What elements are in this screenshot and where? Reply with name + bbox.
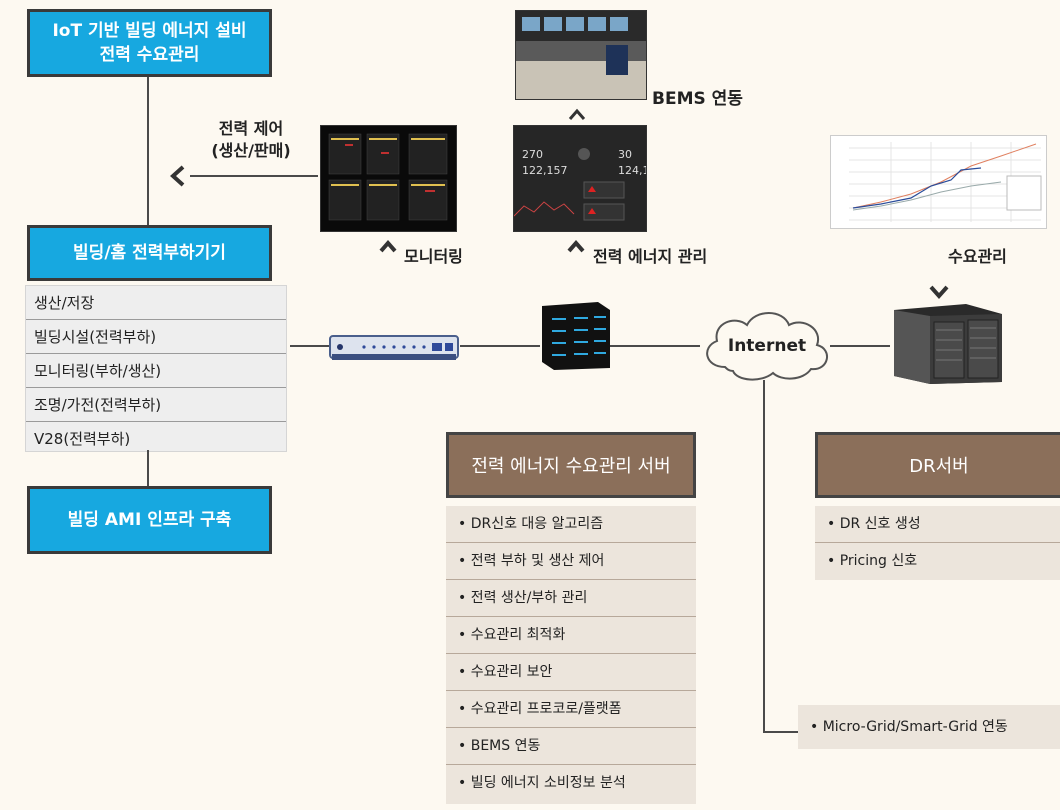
down-chevron-icon (929, 285, 949, 300)
list-item: • 전력 부하 및 생산 제어 (446, 543, 696, 580)
grid-link-label: • Micro-Grid/Smart-Grid 연동 (810, 719, 1008, 735)
demand-server-title-text: 전력 에너지 수요관리 서버 (471, 456, 671, 477)
power-control-line2: (생산/판매) (211, 141, 291, 160)
svg-text:270: 270 (522, 148, 543, 161)
list-item: • 전력 생산/부하 관리 (446, 580, 696, 617)
monitoring-label: 모니터링 (404, 247, 463, 266)
building-load-box: 빌딩/홈 전력부하기기 (27, 225, 272, 281)
list-item: • 수요관리 보안 (446, 654, 696, 691)
list-item: • DR신호 대응 알고리즘 (446, 506, 696, 543)
dr-server-list: • DR 신호 생성 • Pricing 신호 (815, 506, 1060, 580)
connector-vertical-top (147, 77, 149, 225)
building-load-title: 빌딩/홈 전력부하기기 (73, 243, 226, 263)
power-control-label: 전력 제어 (생산/판매) (196, 118, 306, 162)
iot-energy-box: IoT 기반 빌딩 에너지 설비 전력 수요관리 (27, 9, 272, 77)
iot-energy-title-line2: 전력 수요관리 (99, 45, 200, 65)
svg-text:122,157: 122,157 (522, 164, 568, 177)
list-item: 조명/가전(전력부하) (26, 388, 286, 422)
network-line-far-right (830, 345, 890, 347)
internet-down-line (763, 380, 765, 732)
power-control-line1: 전력 제어 (218, 119, 284, 138)
list-item: 모니터링(부하/생산) (26, 354, 286, 388)
up-arrow-icon (379, 239, 397, 253)
dr-server-title: DR서버 (815, 432, 1060, 498)
list-item: 빌딩시설(전력부하) (26, 320, 286, 354)
list-item: • 수요관리 최적화 (446, 617, 696, 654)
network-line-mid (460, 345, 540, 347)
internet-label: Internet (727, 336, 807, 356)
left-chevron-icon (170, 165, 185, 187)
power-control-arrow-line (190, 175, 318, 177)
up-arrow-energy-icon (567, 239, 585, 253)
demand-server-list: • DR신호 대응 알고리즘 • 전력 부하 및 생산 제어 • 전력 생산/부… (446, 506, 696, 804)
iot-energy-title-line1: IoT 기반 빌딩 에너지 설비 (52, 21, 247, 41)
bems-label: BEMS 연동 (652, 89, 743, 109)
demand-label: 수요관리 (948, 247, 1007, 266)
up-arrow-bems-icon (568, 108, 586, 120)
list-item: • DR 신호 생성 (815, 506, 1060, 543)
bems-control-room-image (515, 10, 647, 100)
dr-server-title-text: DR서버 (909, 456, 969, 477)
list-item: • 수요관리 프로코로/플랫폼 (446, 691, 696, 728)
list-item: • BEMS 연동 (446, 728, 696, 765)
demand-chart-image (830, 135, 1047, 229)
list-item: V28(전력부하) (34, 430, 131, 448)
svg-text:124,1: 124,1 (618, 164, 646, 177)
building-load-list: 생산/저장 빌딩시설(전력부하) 모니터링(부하/생산) 조명/가전(전력부하)… (25, 285, 287, 452)
grid-link-box: • Micro-Grid/Smart-Grid 연동 (798, 705, 1060, 749)
network-line-right (610, 345, 700, 347)
server-cabinet-icon (894, 304, 1002, 384)
energy-mgmt-label: 전력 에너지 관리 (593, 247, 708, 266)
grid-connector-line (763, 731, 798, 733)
cloud-icon (706, 312, 828, 381)
energy-dashboard-image: 270 122,157 30 124,1 (513, 125, 647, 232)
connector-vertical-bottom (147, 450, 149, 486)
server-rack-icon (542, 302, 610, 370)
router-icon (329, 335, 459, 360)
svg-text:30: 30 (618, 148, 632, 161)
list-item: 생산/저장 (26, 286, 286, 320)
ami-infra-box: 빌딩 AMI 인프라 구축 (27, 486, 272, 554)
demand-server-title: 전력 에너지 수요관리 서버 (446, 432, 696, 498)
network-line-left (290, 345, 335, 347)
monitoring-screen-image (320, 125, 457, 232)
list-item: • 빌딩 에너지 소비정보 분석 (458, 775, 626, 791)
ami-infra-title: 빌딩 AMI 인프라 구축 (67, 510, 232, 530)
list-item: • Pricing 신호 (827, 553, 918, 569)
